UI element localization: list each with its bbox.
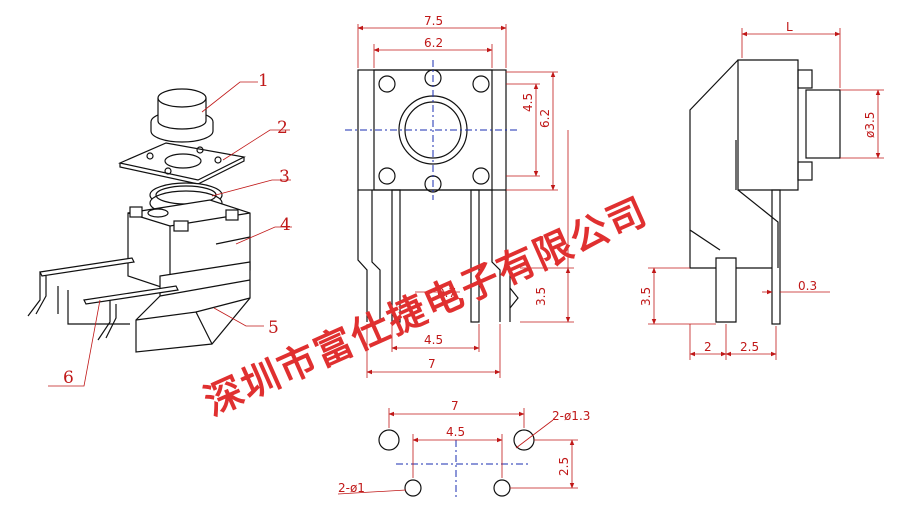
callout-6: 6 — [63, 368, 74, 388]
pcb-outer-spacing: 7 — [451, 399, 459, 413]
dim-offset-a: 2 — [704, 340, 712, 354]
company-watermark: 深圳市富仕捷电子有限公司 — [198, 189, 654, 424]
dim-pin-height: 3.5 — [639, 287, 653, 306]
callout-3: 3 — [279, 167, 290, 187]
dim-pin-label: 0.7 — [437, 286, 456, 300]
callout-2: 2 — [277, 118, 288, 138]
part-pins — [27, 257, 179, 341]
pcb-small-holes: 2-ø1 — [338, 481, 365, 495]
part-frame — [135, 261, 251, 353]
callout-leaders — [48, 81, 292, 387]
dim-total-width: 7 — [428, 357, 436, 371]
part-plate — [118, 142, 246, 185]
pcb-large-holes: 2-ø1.3 — [552, 409, 590, 423]
part-cap — [150, 88, 214, 143]
dim-pin-length: 3.5 — [534, 287, 548, 306]
pcb-row-spacing: 2.5 — [557, 457, 571, 476]
dim-pin-thickness: 0.3 — [798, 279, 817, 293]
callout-1: 1 — [258, 71, 269, 91]
dim-inner-width: 6.2 — [424, 36, 443, 50]
front-view: 7.5 6.2 4.5 6.2 3.5 0.7 4.5 7 — [345, 14, 574, 378]
pcb-layout: 7 4.5 2-ø1.3 2-ø1 2.5 — [337, 399, 590, 500]
pcb-inner-spacing: 4.5 — [446, 425, 465, 439]
exploded-view: 1 2 3 4 5 6 — [27, 71, 292, 388]
dim-height-a: 4.5 — [521, 93, 535, 112]
dim-top-width: 7.5 — [424, 14, 443, 28]
dim-offset-b: 2.5 — [740, 340, 759, 354]
callout-4: 4 — [280, 215, 291, 235]
side-view: L ø3.5 3.5 0.3 2 2.5 — [639, 20, 884, 360]
dim-length: L — [786, 20, 793, 34]
dim-cap-diameter: ø3.5 — [863, 112, 877, 138]
dim-pin-spacing: 4.5 — [424, 333, 443, 347]
dim-height-b: 6.2 — [538, 109, 552, 128]
callout-5: 5 — [268, 318, 279, 338]
